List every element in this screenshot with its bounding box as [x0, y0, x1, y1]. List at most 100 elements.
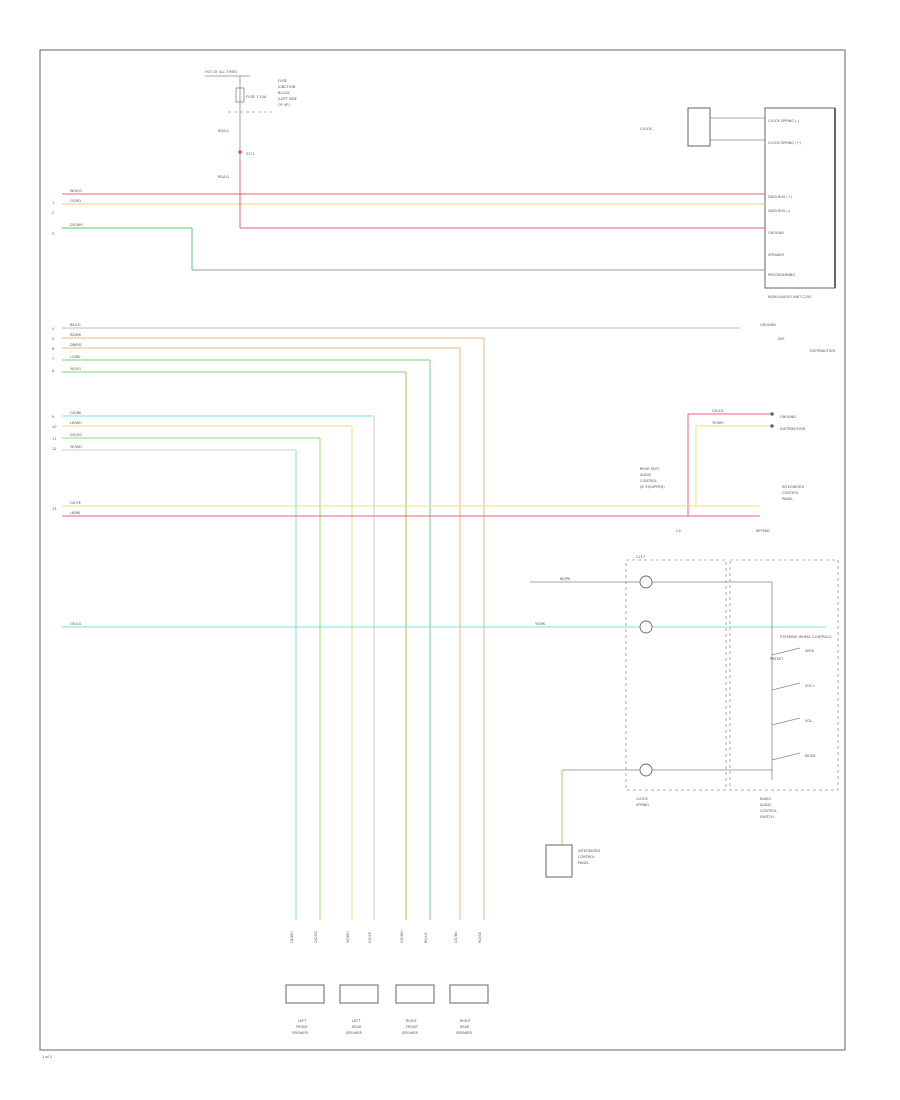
splice-top-dot	[238, 150, 242, 154]
speaker-3-l3: SPEAKER	[402, 1031, 418, 1035]
wire-label-9: OG/BK	[70, 411, 82, 415]
fuse-note-1: FUSE	[278, 79, 287, 83]
switch-label-3: VOL-	[805, 719, 814, 723]
rear-audio-title-3: PANEL	[782, 497, 793, 501]
rear-audio-title-2: CONTROL	[782, 491, 799, 495]
clock-body	[687, 107, 711, 147]
pin-2: 2	[52, 211, 54, 215]
fuse-note-3: BLOCK	[278, 91, 290, 95]
spk-wire-8: RD/BK	[478, 931, 482, 943]
speaker-3-l2: FRONT	[406, 1025, 419, 1029]
switch-box	[729, 559, 839, 791]
rear-seat-note-2: AUDIO	[640, 473, 652, 477]
pin-6: 6	[52, 347, 54, 351]
radio-module-name: RADIO/AUDIO UNIT C250	[768, 295, 811, 299]
speaker-4-l2: REAR	[460, 1025, 470, 1029]
radio-pin-3: GROUND	[768, 231, 784, 235]
speaker-3	[395, 984, 435, 1004]
speaker-2-l2: REAR	[352, 1025, 362, 1029]
clockspring-label-2: SPRING	[636, 803, 649, 807]
wire-label-6: DB/RD	[70, 343, 82, 347]
ground-module-label-1: INTEGRATED	[578, 849, 600, 853]
spk-wire-6: BK/LG	[424, 932, 428, 943]
speaker-4-l1: RIGHT	[460, 1019, 472, 1023]
page-number: 1 of 2	[42, 1055, 52, 1059]
pin-9: 9	[52, 415, 54, 419]
pin-8: 8	[52, 369, 54, 373]
wire-label-14: LB/BK	[70, 511, 81, 515]
pin-1: 1	[52, 201, 54, 205]
bottom-note-2: AUDIO	[760, 803, 772, 807]
switch-group-title: STEERING WHEEL CONTROLS	[780, 635, 832, 639]
wire-top-a: RD/LG	[218, 129, 229, 133]
bottom-note-3: CONTROL	[760, 809, 777, 813]
rear-seat-note-4: (IF EQUIPPED)	[640, 485, 665, 489]
ground-note-3: DISTRIBUTION	[810, 349, 835, 353]
clockspring-label-1: CLOCK	[636, 797, 648, 801]
ground-note-5: DISTRIBUTION	[780, 427, 805, 431]
fuse-symbol	[235, 87, 245, 103]
pin-13: 13	[52, 507, 56, 511]
wire-label-13: OG/YE	[70, 501, 81, 505]
spk-wire-5: DG/WH	[400, 930, 404, 943]
wire-label-5: RD/BK	[70, 333, 82, 337]
wire-label-7: LG/BK	[70, 355, 81, 359]
clock-label: CLOCK	[640, 127, 652, 131]
wire-label-12: YE/WH	[70, 445, 82, 449]
switch-1	[771, 647, 801, 656]
fuse-note-5: OF I/P)	[278, 103, 290, 107]
pin-4: 4	[52, 327, 55, 331]
speaker-1-l2: FRONT	[296, 1025, 309, 1029]
rear-seat-note-1: REAR SEAT	[640, 467, 660, 471]
switch-4	[771, 752, 801, 761]
rear-audio-title-1: INTEGRATED	[782, 485, 804, 489]
clockspring-box	[625, 559, 727, 791]
radio-pin-2: DATA BUS (-)	[768, 209, 791, 213]
ground-module-label-3: PANEL	[578, 861, 589, 865]
pin-10: 10	[52, 425, 56, 429]
switch-label-1: SEEK	[805, 649, 815, 653]
top-power-label: HOT AT ALL TIMES	[205, 70, 238, 74]
wire-label-1: WH/LG	[70, 189, 82, 193]
spk-wire-4: OG/YE	[368, 932, 372, 943]
spk-wire-3: YE/WH	[346, 931, 350, 943]
wire-label-2: GY/RD	[70, 199, 81, 203]
spk-wire-7: OG/BK	[454, 931, 458, 943]
switch-label-2: VOL+	[805, 684, 815, 688]
cs-coil-3	[639, 763, 653, 777]
speaker-4	[449, 984, 489, 1004]
radio-pin-1: DATA BUS (+)	[768, 195, 793, 199]
pin-5: 5	[52, 337, 54, 341]
cs-coil-2	[639, 620, 653, 634]
switch-2	[771, 682, 801, 691]
spk-wire-2: DG/OG	[314, 931, 318, 943]
wire-label-11: DG/OG	[70, 433, 82, 437]
pin-12: 12	[52, 447, 56, 451]
radio-pin-4: SPEAKER	[768, 253, 784, 257]
speaker-1-l1: LEFT	[298, 1019, 307, 1023]
diagram-frame	[39, 49, 846, 1051]
radio-c4: C4	[676, 529, 681, 533]
ground-note-4: GROUND	[780, 415, 796, 419]
cs-wire-label-1: BK/PK	[560, 577, 571, 581]
rear-wire-label-1: OG/LG	[712, 409, 724, 413]
ground-module-label-2: CONTROL	[578, 855, 595, 859]
switch-label-5: PRESET	[770, 657, 784, 661]
clock-pin-2: CLOCK SPRING (+)	[768, 141, 801, 145]
speaker-1	[285, 984, 325, 1004]
clockspring-title: C217	[636, 555, 645, 559]
cs-coil-1	[639, 575, 653, 589]
ground-note-1: GROUND	[760, 323, 776, 327]
radio-pin-5: PROGRAMMING	[768, 273, 795, 277]
pin-11: 11	[52, 437, 56, 441]
wire-top-b: RD/LG	[218, 175, 229, 179]
wire-label-10: LB/WH	[70, 421, 82, 425]
wire-label-8: YE/OG	[70, 367, 81, 371]
ground-module	[545, 844, 573, 878]
speaker-4-l3: SPEAKER	[456, 1031, 472, 1035]
cyan-left-label: OG/LG	[70, 622, 82, 626]
speaker-2-l1: LEFT	[352, 1019, 361, 1023]
keypad-label: KEYPAD	[756, 529, 770, 533]
pin-7: 7	[52, 357, 54, 361]
splice-top: S271	[246, 152, 255, 156]
